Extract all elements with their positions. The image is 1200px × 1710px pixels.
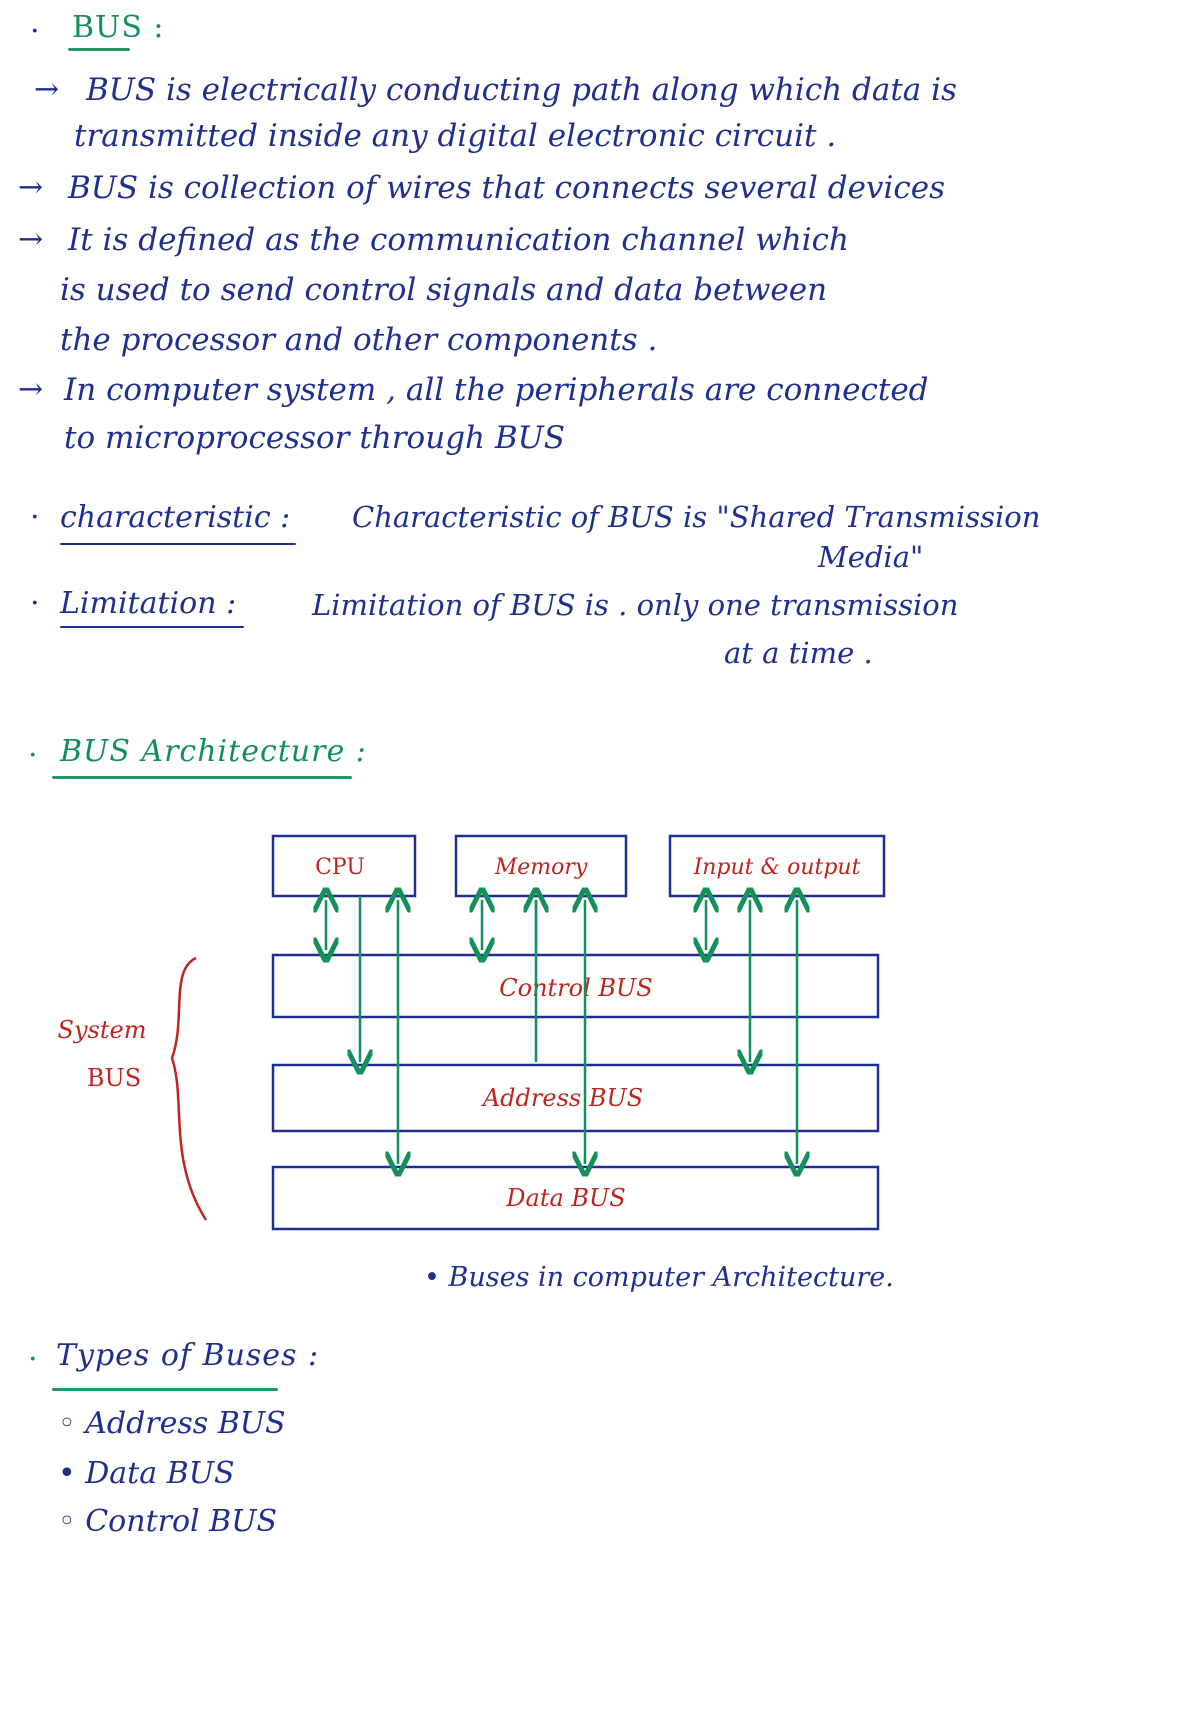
address-bus-label: Address BUS (481, 1084, 643, 1112)
characteristic-text: Characteristic of BUS is "Shared Transmi… (352, 500, 1041, 534)
characteristic-text: Media" (818, 540, 924, 574)
text-line: In computer system , all the peripherals… (64, 372, 929, 408)
arrow-bullet-icon: → (18, 222, 44, 257)
text-line: is used to send control signals and data… (60, 272, 828, 308)
characteristic-label: characteristic : (60, 500, 291, 535)
bus-type-item: ◦ Address BUS (58, 1406, 286, 1441)
label-underline (60, 626, 244, 628)
arrow-bullet-icon: → (18, 170, 44, 205)
system-bus-brace (170, 956, 208, 1221)
bullet-dot: · (28, 1342, 38, 1377)
text-line: BUS is collection of wires that connects… (68, 170, 945, 206)
text-line: to microprocessor through BUS (64, 420, 565, 456)
diagram-caption: • Buses in computer Architecture. (424, 1262, 894, 1293)
limitation-text: at a time . (724, 636, 873, 670)
bus-type-item: • Data BUS (58, 1456, 235, 1491)
section-title-bus: BUS : (72, 10, 165, 45)
bullet-dot: · (30, 586, 40, 621)
bullet-dot: · (30, 14, 40, 49)
arrow-bullet-icon: → (34, 72, 60, 107)
title-underline (68, 48, 130, 51)
system-bus-label: System (58, 1016, 147, 1044)
title-underline (52, 776, 352, 779)
text-line: BUS is electrically conducting path alon… (86, 72, 957, 108)
section-title-architecture: BUS Architecture : (60, 734, 367, 769)
arrow-bullet-icon: → (18, 372, 44, 407)
control-bus-label: Control BUS (499, 974, 652, 1002)
section-title-types: Types of Buses : (56, 1338, 320, 1373)
limitation-text: Limitation of BUS is . only one transmis… (312, 588, 959, 622)
text-line: the processor and other components . (60, 322, 658, 358)
bus-type-item: ◦ Control BUS (58, 1504, 278, 1539)
bullet-dot: · (30, 500, 40, 535)
system-bus-label: BUS (87, 1064, 141, 1092)
limitation-label: Limitation : (60, 586, 237, 621)
io-box (668, 834, 886, 898)
title-underline (52, 1388, 278, 1391)
io-label: Input & output (693, 855, 861, 880)
memory-label: Memory (494, 855, 588, 880)
bullet-dot: · (28, 738, 38, 773)
text-line: It is defined as the communication chann… (68, 222, 849, 258)
label-underline (60, 543, 296, 545)
cpu-box (271, 834, 417, 898)
data-bus-label: Data BUS (505, 1184, 625, 1212)
cpu-label: CPU (315, 855, 365, 880)
bus-architecture-diagram: CPU Memory Input & output Control BUS Ad… (58, 834, 894, 1293)
text-line: transmitted inside any digital electroni… (74, 118, 837, 154)
